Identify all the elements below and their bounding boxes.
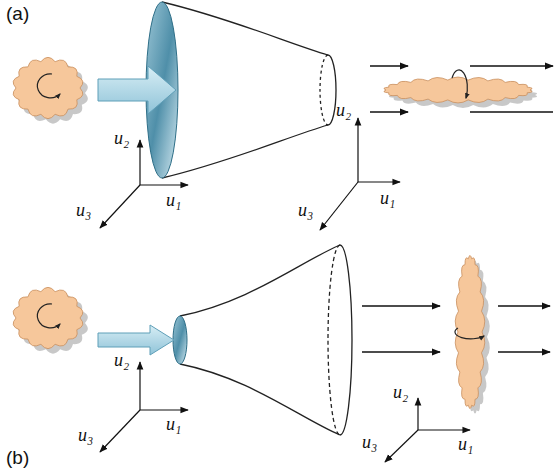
rotation-arrow bbox=[452, 70, 467, 98]
inflow-arrow bbox=[98, 325, 174, 355]
axis-label: u₂ bbox=[336, 100, 351, 120]
expansion-nozzle bbox=[180, 245, 352, 435]
eddy-blobs bbox=[13, 57, 537, 413]
axis-label: u₁ bbox=[380, 188, 395, 208]
axis-label: u₃ bbox=[298, 200, 313, 220]
eddy bbox=[455, 255, 485, 408]
axis-label: u₁ bbox=[458, 434, 473, 454]
axis-label: u₁ bbox=[166, 190, 181, 210]
axis-label: u₂ bbox=[114, 128, 129, 148]
axis-label: u₁ bbox=[166, 414, 181, 434]
axis-label: u₂ bbox=[393, 382, 408, 402]
eddy bbox=[13, 287, 83, 348]
panel-label: (b) bbox=[6, 448, 29, 468]
axis-label: u₂ bbox=[114, 350, 129, 370]
coordinate-axes bbox=[100, 118, 470, 462]
flow-arrows bbox=[362, 306, 550, 352]
rotation-arrow bbox=[455, 328, 484, 339]
inlet-face bbox=[173, 316, 187, 364]
eddy bbox=[384, 77, 532, 103]
rotation-arrows bbox=[37, 70, 484, 339]
flow-arrows bbox=[370, 66, 553, 112]
axis-label: u₃ bbox=[76, 200, 91, 220]
axis-label: u₃ bbox=[78, 425, 93, 445]
eddy bbox=[13, 57, 83, 118]
rotation-arrow bbox=[37, 304, 60, 328]
rotation-arrow bbox=[37, 74, 60, 98]
axis-label: u₃ bbox=[362, 432, 377, 452]
inflow-arrow bbox=[98, 66, 176, 114]
panel-label: (a) bbox=[6, 4, 29, 24]
contraction-nozzle bbox=[162, 2, 336, 178]
